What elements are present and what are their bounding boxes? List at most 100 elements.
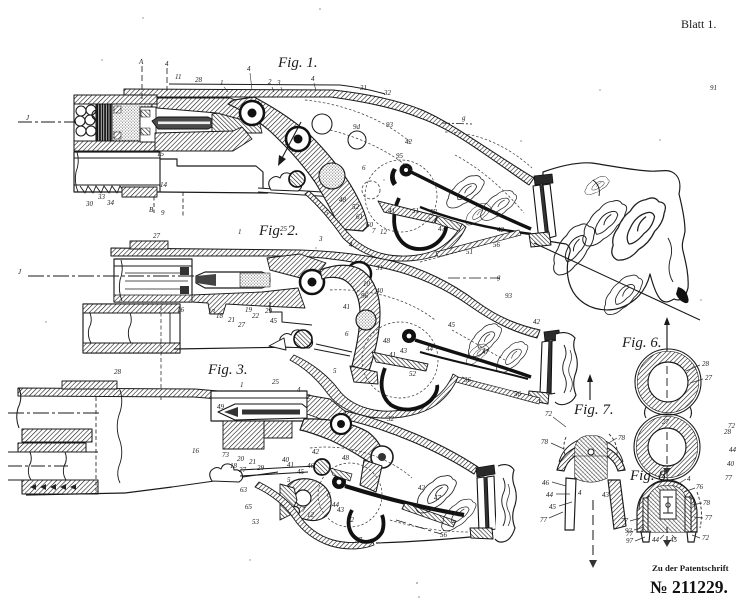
svg-text:2: 2 xyxy=(307,393,311,401)
svg-text:30: 30 xyxy=(85,200,94,208)
svg-text:76: 76 xyxy=(696,483,704,491)
svg-text:40: 40 xyxy=(282,456,290,464)
svg-text:3: 3 xyxy=(318,235,323,243)
svg-text:10: 10 xyxy=(363,280,371,288)
svg-text:27: 27 xyxy=(153,232,161,240)
svg-text:28: 28 xyxy=(114,368,122,376)
svg-text:5: 5 xyxy=(325,209,329,217)
svg-text:42: 42 xyxy=(497,226,505,234)
svg-text:77: 77 xyxy=(621,517,629,525)
svg-text:93: 93 xyxy=(505,292,513,300)
svg-text:2: 2 xyxy=(268,78,272,86)
svg-text:96: 96 xyxy=(361,292,369,300)
svg-text:3: 3 xyxy=(276,79,281,87)
svg-text:5: 5 xyxy=(287,476,291,484)
svg-text:6: 6 xyxy=(327,491,331,499)
svg-text:61: 61 xyxy=(356,213,363,221)
svg-text:44: 44 xyxy=(426,345,434,353)
svg-text:46: 46 xyxy=(542,479,550,487)
svg-text:12: 12 xyxy=(380,228,388,236)
svg-text:27: 27 xyxy=(239,466,247,474)
svg-text:5: 5 xyxy=(333,367,337,375)
svg-text:g: g xyxy=(462,114,466,122)
svg-text:A: A xyxy=(138,58,144,66)
svg-text:Fig. 1.: Fig. 1. xyxy=(277,55,318,71)
svg-text:1: 1 xyxy=(238,228,242,236)
svg-text:36: 36 xyxy=(463,376,472,384)
svg-text:56: 56 xyxy=(514,390,522,398)
svg-text:72: 72 xyxy=(702,534,710,542)
svg-text:Blatt 1.: Blatt 1. xyxy=(681,17,716,31)
svg-text:1: 1 xyxy=(220,79,224,87)
svg-text:78: 78 xyxy=(541,438,549,446)
svg-text:77: 77 xyxy=(705,514,713,522)
svg-text:57: 57 xyxy=(355,536,363,544)
svg-text:48: 48 xyxy=(383,337,391,345)
svg-text:4: 4 xyxy=(578,489,582,497)
svg-text:11: 11 xyxy=(175,73,181,81)
svg-text:29: 29 xyxy=(257,464,265,472)
svg-text:93: 93 xyxy=(625,527,633,535)
svg-text:28: 28 xyxy=(702,360,710,368)
svg-text:28: 28 xyxy=(724,428,732,436)
svg-text:J: J xyxy=(18,268,22,276)
svg-text:15: 15 xyxy=(157,150,165,158)
svg-text:18: 18 xyxy=(230,462,238,470)
svg-text:16: 16 xyxy=(192,447,200,455)
svg-text:Fig. 3.: Fig. 3. xyxy=(207,362,248,378)
svg-text:77: 77 xyxy=(626,530,634,538)
svg-text:J: J xyxy=(26,114,30,122)
svg-text:27: 27 xyxy=(662,418,670,426)
svg-text:12: 12 xyxy=(307,511,315,519)
svg-text:4: 4 xyxy=(311,75,315,83)
svg-text:44: 44 xyxy=(546,491,554,499)
svg-text:19: 19 xyxy=(245,306,253,314)
svg-text:40: 40 xyxy=(727,460,735,468)
svg-text:72: 72 xyxy=(728,422,736,430)
svg-text:44: 44 xyxy=(652,536,660,544)
svg-text:46: 46 xyxy=(307,462,315,470)
svg-text:44: 44 xyxy=(332,501,340,509)
svg-text:51: 51 xyxy=(466,248,473,256)
svg-text:21: 21 xyxy=(249,458,256,466)
svg-text:№ 211229.: № 211229. xyxy=(650,577,728,597)
svg-text:47: 47 xyxy=(482,348,490,356)
svg-text:18: 18 xyxy=(216,312,224,320)
svg-text:44: 44 xyxy=(729,446,737,454)
svg-text:9: 9 xyxy=(161,209,165,217)
svg-text:45: 45 xyxy=(670,536,678,544)
svg-text:20: 20 xyxy=(237,455,245,463)
svg-text:31: 31 xyxy=(375,264,383,272)
svg-text:41: 41 xyxy=(389,351,396,359)
svg-text:32: 32 xyxy=(386,415,395,423)
svg-text:45: 45 xyxy=(297,468,305,476)
svg-text:52: 52 xyxy=(352,203,360,211)
svg-text:g: g xyxy=(497,273,501,281)
svg-text:1: 1 xyxy=(240,381,244,389)
svg-text:28: 28 xyxy=(195,76,203,84)
svg-text:4: 4 xyxy=(687,475,691,483)
svg-text:9d: 9d xyxy=(353,123,361,131)
svg-text:43: 43 xyxy=(602,491,610,499)
svg-text:14: 14 xyxy=(160,181,168,189)
svg-text:13: 13 xyxy=(208,308,216,316)
svg-text:27: 27 xyxy=(705,374,713,382)
svg-text:4: 4 xyxy=(165,60,169,68)
svg-text:45: 45 xyxy=(448,321,456,329)
svg-text:Zu der Patentschrift: Zu der Patentschrift xyxy=(652,563,729,573)
svg-text:Fig. 2.: Fig. 2. xyxy=(258,223,299,239)
svg-text:63: 63 xyxy=(240,486,248,494)
svg-text:78: 78 xyxy=(618,434,626,442)
svg-text:4: 4 xyxy=(247,65,251,73)
svg-text:42: 42 xyxy=(418,484,426,492)
svg-text:42: 42 xyxy=(533,318,541,326)
svg-text:43: 43 xyxy=(337,506,345,514)
svg-text:60: 60 xyxy=(366,221,374,229)
svg-text:52: 52 xyxy=(430,208,438,216)
svg-text:95: 95 xyxy=(396,152,404,160)
svg-text:25: 25 xyxy=(280,225,288,233)
svg-text:31: 31 xyxy=(359,84,367,92)
svg-text:B: B xyxy=(149,206,154,214)
svg-text:6: 6 xyxy=(362,164,366,172)
svg-text:65: 65 xyxy=(245,503,253,511)
